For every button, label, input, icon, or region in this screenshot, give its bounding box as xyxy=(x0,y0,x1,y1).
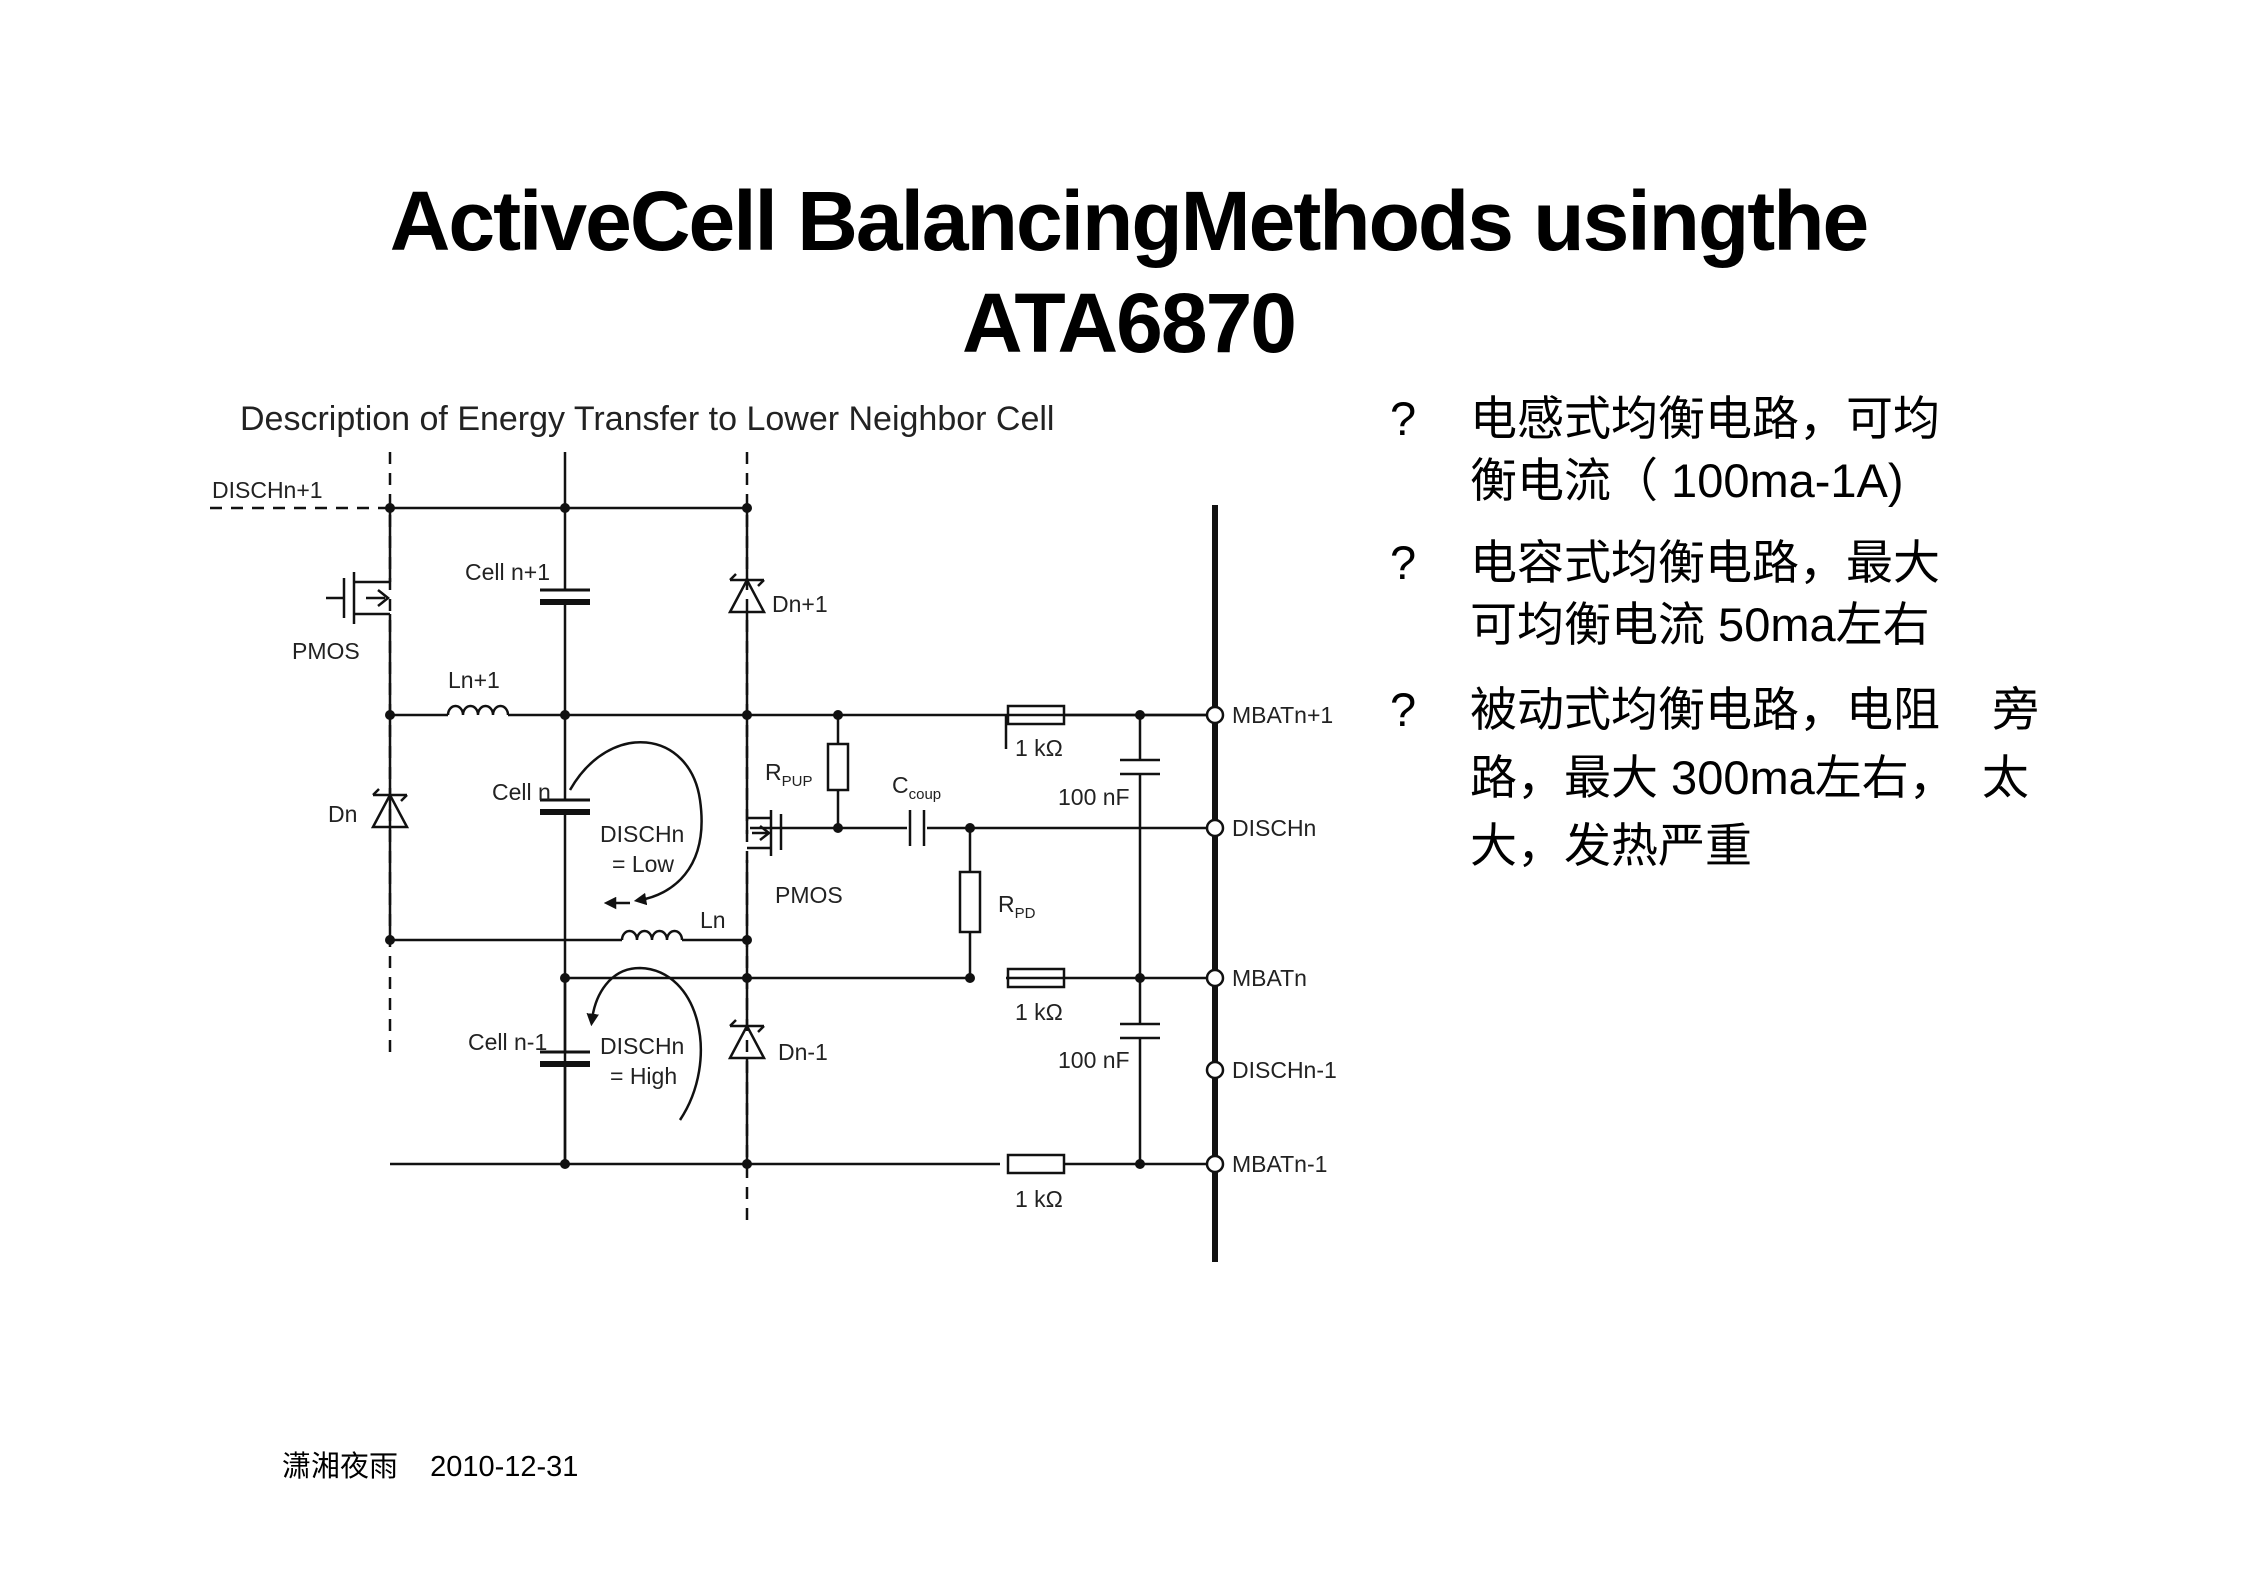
bullet-line: 衡电流（ 100ma-1A) xyxy=(1470,454,1904,507)
footer-date: 2010-12-31 xyxy=(430,1451,579,1483)
bullet-line: 电容式均衡电路，最大 xyxy=(1470,536,1940,589)
slide-title-line-2: ATA6870 xyxy=(961,276,1297,370)
footer: 潇湘夜雨 2010-12-31 xyxy=(282,1443,602,1485)
current-loop-low-arrow xyxy=(568,741,703,906)
ln-label: Ln xyxy=(700,907,726,933)
bullet-line: 被动式均衡电路，电阻 旁 xyxy=(1470,683,2040,736)
bullet-line: 电感式均衡电路，可均 xyxy=(1470,392,1940,445)
footer-author: 潇湘夜雨 xyxy=(282,1451,399,1483)
pin-circles xyxy=(1205,705,1225,1174)
pin-disch-n: DISCHn xyxy=(1232,815,1316,841)
diagram-caption: Description of Energy Transfer to Lower … xyxy=(240,400,1055,438)
disch-n-plus-1-label: DISCHn+1 xyxy=(212,477,323,503)
bullet-line: 可均衡电流 50ma左右 xyxy=(1470,598,1930,651)
disch-n-low-label-1: DISCHn xyxy=(600,821,684,847)
pin-disch-n-minus-1: DISCHn-1 xyxy=(1232,1057,1337,1083)
c-coup-label: Ccoup xyxy=(892,772,941,803)
cell-n-label: Cell n xyxy=(492,779,551,805)
bullet-inductive: ? 电感式均衡电路，可均 衡电流（ 100ma-1A) xyxy=(1390,388,2170,512)
res-1k-c-label: 1 kΩ xyxy=(1015,1186,1063,1212)
r-pd-label: RPD xyxy=(998,891,1036,922)
cell-n-plus-1-label: Cell n+1 xyxy=(465,559,550,585)
diode-dn-plus-1 xyxy=(727,573,767,614)
pin-mbat-n-plus-1: MBATn+1 xyxy=(1232,702,1333,728)
inductor-ln xyxy=(620,929,684,941)
capacitor-100nf-b xyxy=(1120,1022,1160,1040)
bullet-line: 大，发热严重 xyxy=(1470,819,1752,872)
r-pup-label: RPUP xyxy=(765,759,812,790)
disch-n-high-label-1: DISCHn xyxy=(600,1033,684,1059)
resistor-1k-b xyxy=(1006,967,1066,989)
dn-minus-1-label: Dn-1 xyxy=(778,1039,828,1065)
dn-plus-1-label: Dn+1 xyxy=(772,591,828,617)
disch-n-high-label-2: = High xyxy=(610,1063,677,1089)
resistor-rpd xyxy=(958,870,982,934)
cap-100nf-a-label: 100 nF xyxy=(1058,784,1130,810)
ln-plus-1-label: Ln+1 xyxy=(448,667,500,693)
bullet-list: ? 电感式均衡电路，可均 衡电流（ 100ma-1A) ? 电容式均衡电路，最大… xyxy=(1390,388,2170,900)
junction-dots xyxy=(385,503,1145,1169)
capacitor-100nf-a xyxy=(1120,758,1160,776)
pmos-top-symbol xyxy=(326,508,392,715)
resistor-1k-c xyxy=(1006,1153,1066,1175)
wires xyxy=(210,452,1215,1220)
pin-mbat-n-minus-1: MBATn-1 xyxy=(1232,1151,1327,1177)
disch-n-low-label-2: = Low xyxy=(612,851,674,877)
resistor-1k-a xyxy=(1006,704,1066,726)
bullet-line: 路，最大 300ma左右， 太 xyxy=(1470,751,2029,804)
cap-100nf-b-label: 100 nF xyxy=(1058,1047,1130,1073)
bullet-capacitive: ? 电容式均衡电路，最大 可均衡电流 50ma左右 xyxy=(1390,532,2170,656)
res-1k-a-label: 1 kΩ xyxy=(1015,735,1063,761)
pmos-top-label: PMOS xyxy=(292,638,360,664)
bullet-mark: ? xyxy=(1390,536,1417,589)
pmos-mid-label: PMOS xyxy=(775,882,843,908)
bullet-passive: ? 被动式均衡电路，电阻 旁 路，最大 300ma左右， 太 大，发热严重 xyxy=(1390,676,2170,880)
cell-n-plus-1-symbol xyxy=(540,588,590,605)
resistor-rpup xyxy=(826,742,850,792)
res-1k-b-label: 1 kΩ xyxy=(1015,999,1063,1025)
pin-mbat-n: MBATn xyxy=(1232,965,1307,991)
bullet-mark: ? xyxy=(1390,683,1417,736)
slide-title-line-1: ActiveCell BalancingMethods usingthe xyxy=(389,174,1870,268)
pmos-mid-symbol xyxy=(747,810,783,856)
dn-label: Dn xyxy=(328,801,357,827)
cell-n-minus-1-label: Cell n-1 xyxy=(468,1029,547,1055)
diode-dn xyxy=(370,788,410,829)
diode-dn-minus-1 xyxy=(727,1019,767,1060)
capacitor-ccoup xyxy=(908,810,926,846)
cell-n-symbol xyxy=(540,798,590,815)
bullet-mark: ? xyxy=(1390,392,1417,445)
inductor-ln-plus-1 xyxy=(446,704,510,716)
current-loop-high-arrow xyxy=(586,966,702,1121)
slide-title: ActiveCell BalancingMethods usingthe ATA… xyxy=(0,170,2257,374)
